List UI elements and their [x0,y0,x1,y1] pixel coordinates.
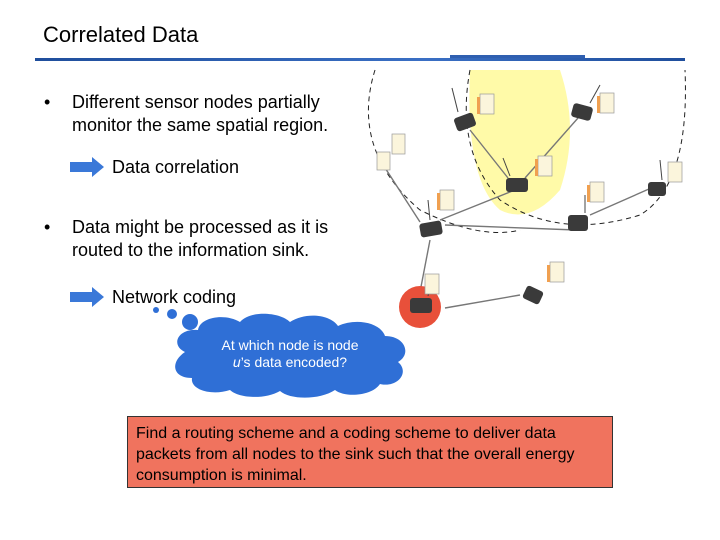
cloud-text-rest: ’s data encoded? [240,354,348,370]
sub-item-data-correlation: Data correlation [112,157,240,177]
bullet-routing: • Data might be processed as it is route… [44,216,329,262]
bullet-marker: • [44,92,51,112]
cloud-question: At which node is node u’s data encoded? [200,337,380,371]
bullet-text-line: Different sensor nodes partially [72,92,320,112]
data-document-icon [667,161,683,183]
sensor-node-icon [410,298,432,313]
data-document-icon [587,181,605,203]
sensor-node-icon [648,182,666,196]
data-document-icon [535,155,553,177]
title-underline [35,58,685,61]
cloud-text-line: u’s data encoded? [200,354,380,371]
data-document-icon [597,92,615,114]
data-document-icon [376,151,391,171]
node-u-label: u [232,354,241,370]
cloud-text-line: At which node is node [221,337,359,353]
data-document-icon [547,261,565,283]
sensor-node-icon [522,285,544,305]
sensor-node-icon [571,103,593,121]
title-underline-accent [450,55,585,58]
data-document-icon [391,133,406,155]
bullet-text-line: monitor the same spatial region. [72,115,329,135]
data-document-icon [477,93,495,115]
sensor-node-icon [454,112,476,132]
arrow-right-icon [70,157,104,177]
bullet-text-line: Data might be processed as it is [72,217,329,237]
cloud-callout-icon [175,313,406,398]
problem-statement-box: Find a routing scheme and a coding schem… [127,416,613,488]
sensing-range-right [465,69,686,226]
data-documents [376,92,683,295]
arrow-right-icon [70,287,104,307]
slide-title: Correlated Data [43,22,199,47]
overlap-region [469,70,570,215]
data-document-icon [424,273,440,295]
data-document-icon [437,189,455,211]
bullet-correlation: • Different sensor nodes partially monit… [44,91,329,137]
cloud-trail [153,307,198,330]
bullet-text-line: routed to the information sink. [72,240,310,260]
sensor-node-icon [568,215,588,231]
sensor-nodes [410,103,666,313]
sensing-range-left [368,69,521,233]
bullet-marker: • [44,217,51,237]
sensor-node-icon [419,220,443,238]
sensor-node-icon [506,178,528,192]
sub-item-network-coding: Network coding [112,287,237,307]
